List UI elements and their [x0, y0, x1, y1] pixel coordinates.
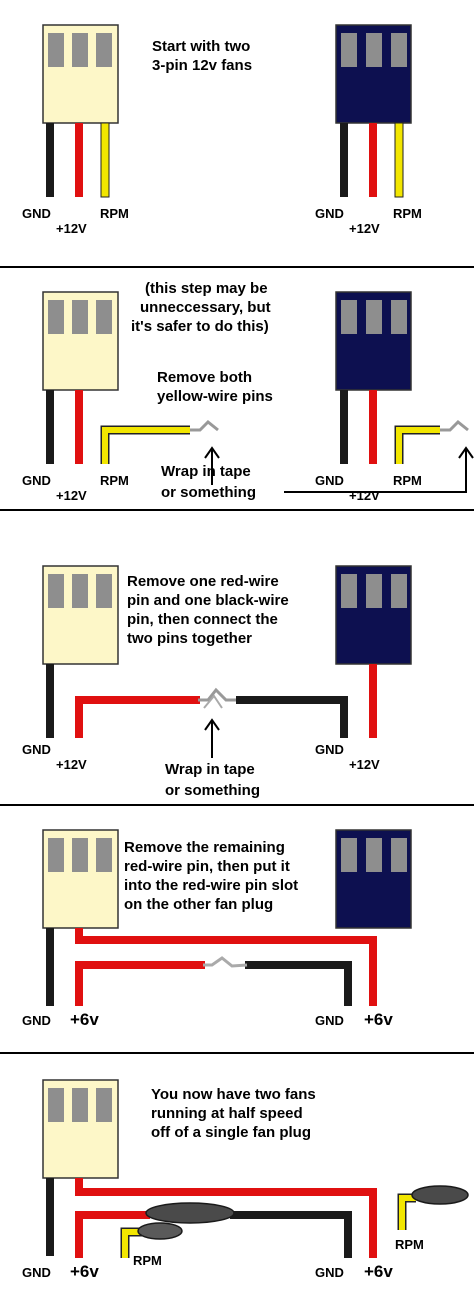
caption-line: pin and one black-wire	[127, 592, 289, 609]
caption-line: Start with two	[152, 38, 251, 55]
right-fan-wires	[236, 664, 377, 738]
gnd-label: GND	[315, 206, 344, 221]
gnd-label: GND	[315, 1265, 344, 1280]
caption-line: off of a single fan plug	[151, 1124, 311, 1141]
note-line: (this step may be	[145, 280, 268, 297]
panel-3	[42, 565, 412, 758]
plus-6v-label: +6v	[70, 1010, 99, 1029]
right-fan-wires	[340, 122, 404, 198]
plus-6v-label: +6v	[364, 1010, 393, 1029]
plus-12v-label: +12V	[56, 488, 87, 503]
wrap-caption-line: Wrap in tape	[165, 761, 255, 778]
left-fan-plug-light	[42, 829, 119, 929]
plus-6v-label: +6v	[70, 1262, 99, 1281]
gnd-label: GND	[315, 473, 344, 488]
wrap-caption-line: or something	[165, 782, 261, 799]
right-fan-plug-dark	[335, 24, 412, 124]
caption-line: into the red-wire pin slot	[124, 877, 299, 894]
right-fan-plug-dark	[335, 291, 412, 391]
gnd-label: GND	[315, 742, 344, 757]
panel-2	[42, 291, 474, 493]
caption-line: running at half speed	[151, 1105, 303, 1122]
wrap-arrow	[204, 718, 220, 758]
pin-joint	[198, 687, 236, 709]
caption-line: Remove one red-wire	[127, 573, 279, 590]
panel-4	[42, 829, 412, 1006]
panel-5	[42, 1079, 469, 1258]
plus-6v-label: +6v	[364, 1262, 393, 1281]
gnd-label: GND	[22, 1265, 51, 1280]
rpm-label: RPM	[100, 473, 129, 488]
note-line: it's safer to do this)	[131, 318, 269, 335]
caption-line: You now have two fans	[151, 1086, 316, 1103]
plus-12v-label: +12V	[56, 221, 87, 236]
wrap-caption-line: or something	[161, 484, 257, 501]
gnd-label: GND	[22, 1013, 51, 1028]
wrap-caption-line: Wrap in tape	[161, 463, 251, 480]
action-line: yellow-wire pins	[157, 388, 273, 405]
left-fan-wires	[46, 390, 219, 464]
left-fan-plug-light	[42, 291, 119, 391]
wrap-arrows	[204, 446, 474, 493]
left-fan-plug-light	[42, 1079, 119, 1179]
plus-12v-label: +12V	[349, 221, 380, 236]
caption-line: two pins together	[127, 630, 252, 647]
right-fan-plug-dark	[335, 829, 412, 929]
tape-wraps	[137, 1185, 469, 1240]
action-line: Remove both	[157, 369, 253, 386]
left-fan-plug-light	[42, 565, 119, 665]
caption-line: pin, then connect the	[127, 611, 278, 628]
left-fan-plug-light	[42, 24, 119, 124]
plus-12v-label: +12V	[349, 488, 380, 503]
rpm-label: RPM	[133, 1253, 162, 1268]
plus-12v-label: +12V	[349, 757, 380, 772]
panel-1	[42, 24, 412, 198]
gnd-label: GND	[22, 206, 51, 221]
right-fan-plug-dark	[335, 565, 412, 665]
rpm-label: RPM	[395, 1237, 424, 1252]
note-line: unneccessary, but	[140, 299, 271, 316]
gnd-label: GND	[315, 1013, 344, 1028]
plus-12v-label: +12V	[56, 757, 87, 772]
gnd-label: GND	[22, 742, 51, 757]
rpm-label: RPM	[393, 473, 422, 488]
panel-separators	[0, 266, 474, 1054]
gnd-label: GND	[22, 473, 51, 488]
left-fan-wires	[46, 664, 200, 738]
caption-line: Remove the remaining	[124, 839, 285, 856]
wires	[46, 1178, 416, 1258]
caption-line: red-wire pin, then put it	[124, 858, 290, 875]
right-fan-wires	[340, 390, 469, 464]
wires	[46, 928, 377, 1006]
left-fan-wires	[46, 122, 110, 198]
rpm-label: RPM	[393, 206, 422, 221]
caption-line: on the other fan plug	[124, 896, 274, 913]
rpm-label: RPM	[100, 206, 129, 221]
caption-line: 3-pin 12v fans	[152, 57, 253, 74]
